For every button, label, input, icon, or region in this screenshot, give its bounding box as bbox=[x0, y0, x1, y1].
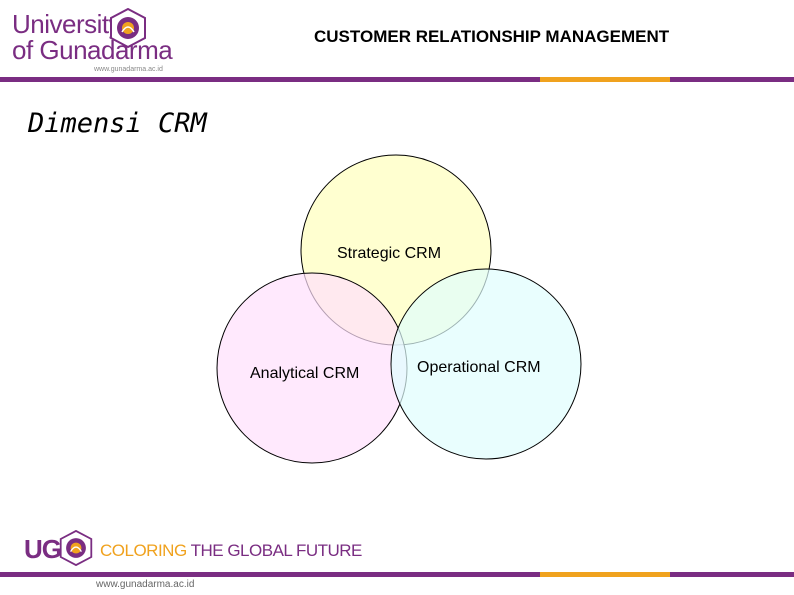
header-title: CUSTOMER RELATIONSHIP MANAGEMENT bbox=[314, 27, 670, 46]
logo-url: www.gunadarma.ac.id bbox=[94, 66, 163, 73]
footer-brand: UG bbox=[24, 534, 62, 564]
footer-seal-icon bbox=[59, 530, 93, 566]
footer-stripe-purple-right bbox=[670, 572, 794, 577]
footer-url: www.gunadarma.ac.id bbox=[96, 579, 195, 590]
venn-circle-operational bbox=[390, 268, 582, 460]
venn-label-analytical: Analytical CRM bbox=[250, 365, 359, 382]
header-stripe-purple-right bbox=[670, 77, 794, 82]
header-stripe-orange bbox=[540, 77, 670, 82]
footer-tagline: COLORING THE GLOBAL FUTURE bbox=[100, 541, 362, 561]
slide-title: Dimensi CRM bbox=[28, 108, 207, 139]
footer-stripe-purple bbox=[0, 572, 540, 577]
venn-label-operational: Operational CRM bbox=[417, 359, 541, 376]
logo-university-text: University bbox=[12, 9, 122, 39]
footer-tagline-coloring: COLORING bbox=[100, 541, 187, 560]
university-seal-icon bbox=[110, 8, 146, 48]
header-stripe-purple bbox=[0, 77, 540, 82]
logo-gunadarma-text: of Gunadarma bbox=[12, 35, 173, 65]
footer-stripe-orange bbox=[540, 572, 670, 577]
venn-label-strategic: Strategic CRM bbox=[337, 245, 441, 262]
footer-tagline-rest: THE GLOBAL FUTURE bbox=[186, 541, 363, 560]
